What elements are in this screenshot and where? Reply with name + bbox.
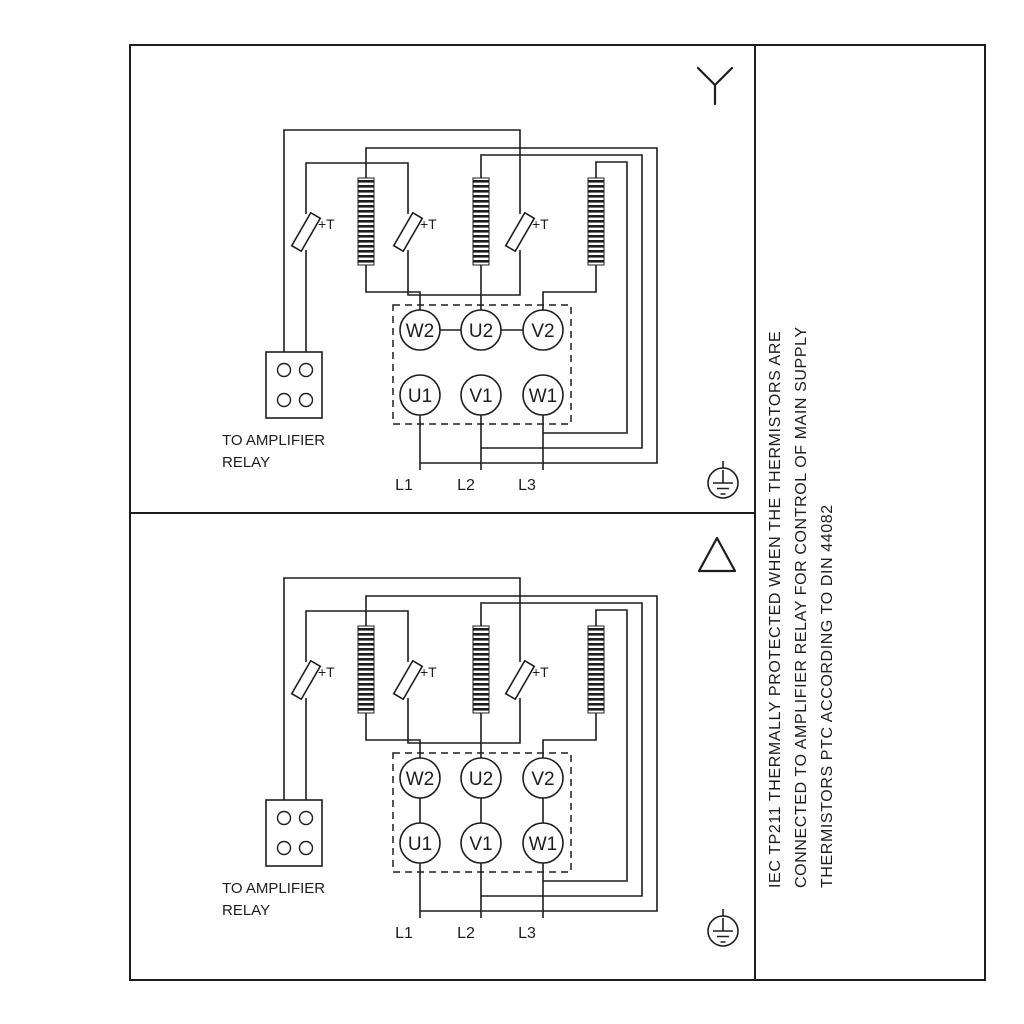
wire bbox=[480, 154, 643, 449]
terminal-v2 bbox=[522, 309, 564, 351]
side-note-line: THERMISTORS PTC ACCORDING TO DIN 44082 bbox=[819, 504, 836, 888]
relay-caption: RELAY bbox=[222, 902, 270, 919]
relay-pin bbox=[276, 810, 292, 826]
terminal-v2 bbox=[522, 757, 564, 799]
relay-pin bbox=[276, 362, 292, 378]
earth-ground-icon bbox=[707, 909, 739, 947]
terminal-w2 bbox=[399, 309, 441, 351]
terminal-label: W1 bbox=[529, 386, 558, 407]
wire bbox=[365, 713, 421, 758]
thermistor-icon bbox=[290, 211, 322, 253]
relay-caption: TO AMPLIFIER bbox=[222, 432, 325, 449]
thermistor-label: +T bbox=[532, 664, 549, 680]
terminal-label: V1 bbox=[469, 834, 492, 855]
relay-caption: RELAY bbox=[222, 454, 270, 471]
thermistor-label: +T bbox=[318, 664, 335, 680]
relay-pin bbox=[276, 840, 292, 856]
panel-star: +T +T +T W2 U2 V2 U1 V1 W1 TO AMPLIFIER … bbox=[222, 66, 739, 499]
terminal-label: U2 bbox=[469, 769, 493, 790]
relay-pin bbox=[276, 392, 292, 408]
wire bbox=[305, 610, 409, 662]
star-icon bbox=[696, 66, 734, 106]
supply-label-l3: L3 bbox=[518, 925, 536, 942]
wire bbox=[543, 161, 628, 434]
terminal-board bbox=[392, 752, 572, 873]
winding bbox=[357, 177, 375, 266]
terminal-w1 bbox=[522, 374, 564, 416]
wire bbox=[480, 602, 643, 897]
delta-bridge-links bbox=[419, 798, 544, 823]
thermistor-icon bbox=[392, 211, 424, 253]
terminal-u2 bbox=[460, 757, 502, 799]
wire bbox=[283, 577, 521, 811]
delta-icon bbox=[697, 536, 737, 573]
thermistor-label: +T bbox=[420, 216, 437, 232]
terminal-label: V1 bbox=[469, 386, 492, 407]
wire bbox=[365, 595, 658, 912]
side-note-line: CONNECTED TO AMPLIFIER RELAY FOR CONTROL… bbox=[793, 326, 810, 888]
relay-pin bbox=[298, 362, 314, 378]
terminal-label: W1 bbox=[529, 834, 558, 855]
thermistor-label: +T bbox=[318, 216, 335, 232]
terminal-label: W2 bbox=[406, 321, 435, 342]
supply-label-l3: L3 bbox=[518, 477, 536, 494]
winding bbox=[587, 177, 605, 266]
terminal-w1 bbox=[522, 822, 564, 864]
supply-label-l2: L2 bbox=[457, 925, 475, 942]
wire bbox=[542, 713, 597, 758]
supply-label-l1: L1 bbox=[395, 477, 413, 494]
winding bbox=[472, 177, 490, 266]
wire bbox=[365, 147, 658, 464]
terminal-label: U1 bbox=[408, 834, 432, 855]
relay-pin bbox=[298, 392, 314, 408]
terminal-label: V2 bbox=[531, 321, 554, 342]
panel-delta: +T +T +T W2 U2 V2 U1 V1 W1 TO AMPLIFIER … bbox=[222, 536, 739, 947]
wire bbox=[365, 265, 421, 310]
wire bbox=[305, 162, 409, 214]
relay-caption: TO AMPLIFIER bbox=[222, 880, 325, 897]
supply-label-l1: L1 bbox=[395, 925, 413, 942]
relay-pin bbox=[298, 810, 314, 826]
earth-ground-icon bbox=[707, 461, 739, 499]
wire bbox=[407, 250, 521, 296]
terminal-u1 bbox=[399, 374, 441, 416]
terminal-label: W2 bbox=[406, 769, 435, 790]
terminal-label: U2 bbox=[469, 321, 493, 342]
thermistor-label: +T bbox=[532, 216, 549, 232]
side-note: IEC TP211 THERMALLY PROTECTED WHEN THE T… bbox=[767, 326, 836, 888]
thermistor-icon bbox=[504, 659, 536, 701]
thermistor-icon bbox=[504, 211, 536, 253]
winding bbox=[357, 625, 375, 714]
supply-label-l2: L2 bbox=[457, 477, 475, 494]
terminal-u2 bbox=[460, 309, 502, 351]
thermistor-icon bbox=[392, 659, 424, 701]
terminal-label: U1 bbox=[408, 386, 432, 407]
winding bbox=[587, 625, 605, 714]
wire bbox=[543, 609, 628, 882]
thermistor-icon bbox=[290, 659, 322, 701]
terminal-u1 bbox=[399, 822, 441, 864]
winding bbox=[472, 625, 490, 714]
terminal-label: V2 bbox=[531, 769, 554, 790]
wire bbox=[283, 129, 521, 363]
side-note-line: IEC TP211 THERMALLY PROTECTED WHEN THE T… bbox=[767, 331, 784, 888]
terminal-v1 bbox=[460, 822, 502, 864]
terminal-v1 bbox=[460, 374, 502, 416]
relay-connector bbox=[265, 799, 323, 867]
wire bbox=[407, 698, 521, 744]
thermistor-label: +T bbox=[420, 664, 437, 680]
wire bbox=[542, 265, 597, 310]
terminal-w2 bbox=[399, 757, 441, 799]
terminal-board bbox=[392, 304, 572, 425]
relay-pin bbox=[298, 840, 314, 856]
relay-connector bbox=[265, 351, 323, 419]
